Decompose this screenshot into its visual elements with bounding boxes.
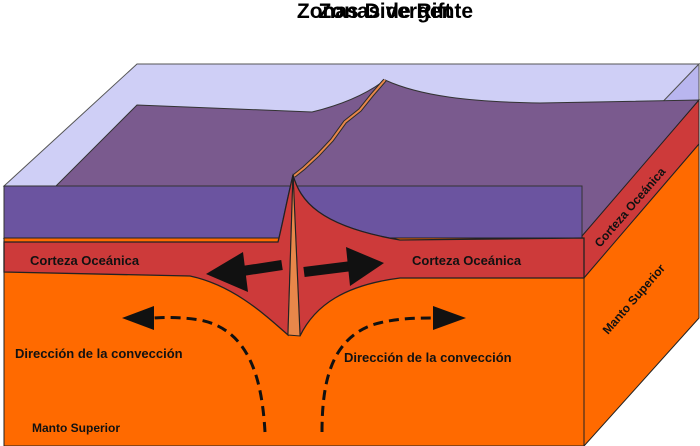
label-convection-right: Dirección de la convección	[344, 350, 512, 365]
arrow-left-icon	[206, 252, 283, 292]
arrow-right-icon	[303, 247, 384, 286]
label-crust-right: Corteza Oceánica	[412, 253, 522, 268]
label-mantle-front: Manto Superior	[32, 421, 120, 435]
label-convection-left: Dirección de la convección	[15, 346, 183, 361]
convection-arrow-left	[122, 306, 267, 433]
label-crust-left: Corteza Oceánica	[30, 253, 140, 268]
rift-crack-fill	[293, 79, 386, 177]
crust-right-plate	[292, 174, 585, 337]
convection-arrow-right	[320, 306, 466, 433]
rift-magma	[287, 174, 301, 337]
title-line-1: Zonas Divergente	[296, 0, 474, 23]
title-line-2: Zonas de Rift	[318, 0, 452, 23]
